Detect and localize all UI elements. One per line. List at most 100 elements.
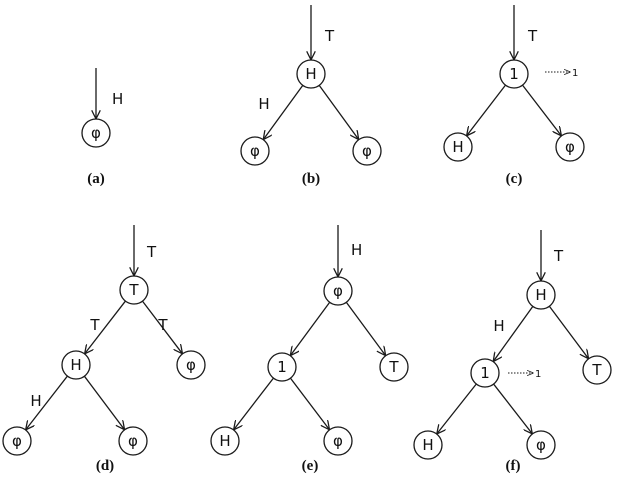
tree-node: φ (118, 426, 148, 456)
annotation-label: 1 (535, 369, 541, 380)
tree-node: φ (2, 426, 32, 456)
tree-node: φ (323, 426, 353, 456)
node-circle (443, 132, 473, 162)
tree-node: T (582, 355, 612, 385)
tree-node: H (443, 132, 473, 162)
node-label: φ (91, 124, 101, 142)
node-label: H (422, 436, 433, 454)
node-circle (210, 426, 240, 456)
node-circle (323, 276, 353, 306)
tree-node: φ (323, 276, 353, 306)
tree-edge (83, 375, 124, 429)
node-label: H (305, 65, 316, 83)
tree-node: 1 (267, 352, 297, 382)
tree-edge (141, 300, 181, 353)
node-circle (323, 426, 353, 456)
node-label: T (591, 361, 602, 379)
tree-edge (345, 301, 385, 355)
incoming-edge-label: T (146, 243, 157, 261)
tree-node: H (526, 280, 556, 310)
node-circle (379, 352, 409, 382)
node-circle (2, 426, 32, 456)
node-label: φ (333, 282, 343, 300)
tree-edge (437, 383, 477, 433)
edge-label: T (89, 316, 100, 334)
tree-edge (234, 377, 274, 429)
node-label: H (70, 356, 81, 374)
incoming-edge-label: T (324, 27, 335, 45)
tree-edge (493, 383, 532, 433)
tree-edge (522, 84, 561, 135)
node-label: φ (186, 356, 196, 374)
panel-caption: (a) (87, 171, 105, 187)
panel-caption: (b) (302, 171, 320, 187)
node-circle (176, 350, 206, 380)
edge-label: H (258, 95, 269, 113)
node-circle (470, 358, 500, 388)
node-circle (526, 430, 556, 460)
panel-caption: (d) (96, 458, 114, 474)
tree-node: H (413, 430, 443, 460)
tree-node: H (296, 59, 326, 89)
node-label: 1 (480, 364, 490, 382)
node-label: 1 (509, 65, 519, 83)
incoming-edge-label: T (553, 247, 564, 265)
incoming-edge-label: H (351, 241, 362, 259)
node-circle (296, 59, 326, 89)
node-circle (526, 280, 556, 310)
tree-edge (264, 84, 304, 139)
node-label: φ (565, 138, 575, 156)
node-label: φ (536, 436, 546, 454)
node-circle (118, 426, 148, 456)
node-circle (119, 275, 149, 305)
node-circle (352, 136, 382, 166)
tree-node: φ (526, 430, 556, 460)
edge-label: H (493, 317, 504, 335)
node-circle (499, 59, 529, 89)
tree-edge (318, 84, 358, 139)
edge-label: H (30, 392, 41, 410)
node-circle (555, 132, 585, 162)
panel-caption: (f) (506, 458, 521, 474)
tree-node: T (119, 275, 149, 305)
tree-edge (548, 305, 588, 358)
tree-node: φ (81, 118, 111, 148)
tree-node: H (210, 426, 240, 456)
node-circle (267, 352, 297, 382)
node-circle (582, 355, 612, 385)
node-label: φ (362, 142, 372, 160)
panel-caption: (c) (506, 171, 523, 187)
incoming-edge-label: T (527, 27, 538, 45)
tree-node: φ (555, 132, 585, 162)
node-label: φ (128, 432, 138, 450)
tree-node: φ (176, 350, 206, 380)
tree-edge (289, 377, 329, 429)
annotation-label: 1 (572, 68, 578, 79)
tree-node: H (61, 350, 91, 380)
node-circle (413, 430, 443, 460)
edge-label: T (157, 316, 168, 334)
panel-1: Hφ (a) (81, 68, 123, 187)
tree-edge (26, 375, 68, 429)
tree-edge (467, 84, 506, 135)
node-label: H (535, 286, 546, 304)
node-label: H (452, 138, 463, 156)
node-label: φ (12, 432, 22, 450)
tree-edge (291, 301, 331, 355)
tree-node: 1 (499, 59, 529, 89)
node-circle (61, 350, 91, 380)
panel-caption: (e) (302, 458, 319, 474)
tree-node: T (379, 352, 409, 382)
tree-edge (494, 305, 534, 360)
node-circle (81, 118, 111, 148)
tree-node: 1 (470, 358, 500, 388)
node-label: φ (333, 432, 343, 450)
node-label: T (128, 281, 139, 299)
tree-edge (85, 300, 126, 353)
tree-node: φ (352, 136, 382, 166)
incoming-edge-label: H (112, 90, 123, 108)
